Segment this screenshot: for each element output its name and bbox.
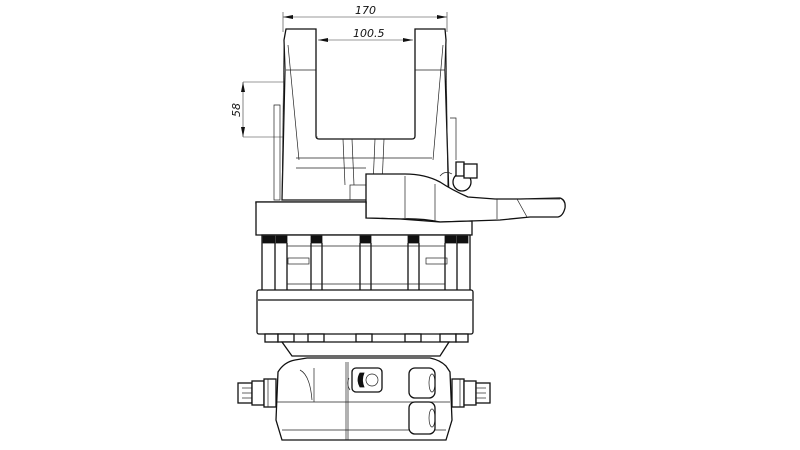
dimension-overall-width: 170: [282, 4, 448, 32]
hydraulic-motor-base: [275, 357, 453, 441]
swing-arm-lever: [365, 161, 566, 223]
hydraulic-fitting-left: [237, 378, 277, 408]
housing-flange: [256, 289, 474, 357]
dimension-slot-depth: 58: [230, 81, 318, 138]
top-flange: [255, 201, 473, 236]
dim-label-58: 58: [230, 103, 243, 117]
fork-bracket: [273, 28, 457, 201]
hydraulic-fitting-right: [451, 378, 491, 408]
dim-label-100-5: 100.5: [353, 27, 385, 40]
dimension-inner-width: 100.5: [318, 27, 413, 42]
bolt-ring: [261, 234, 471, 292]
dim-label-170: 170: [355, 4, 376, 17]
